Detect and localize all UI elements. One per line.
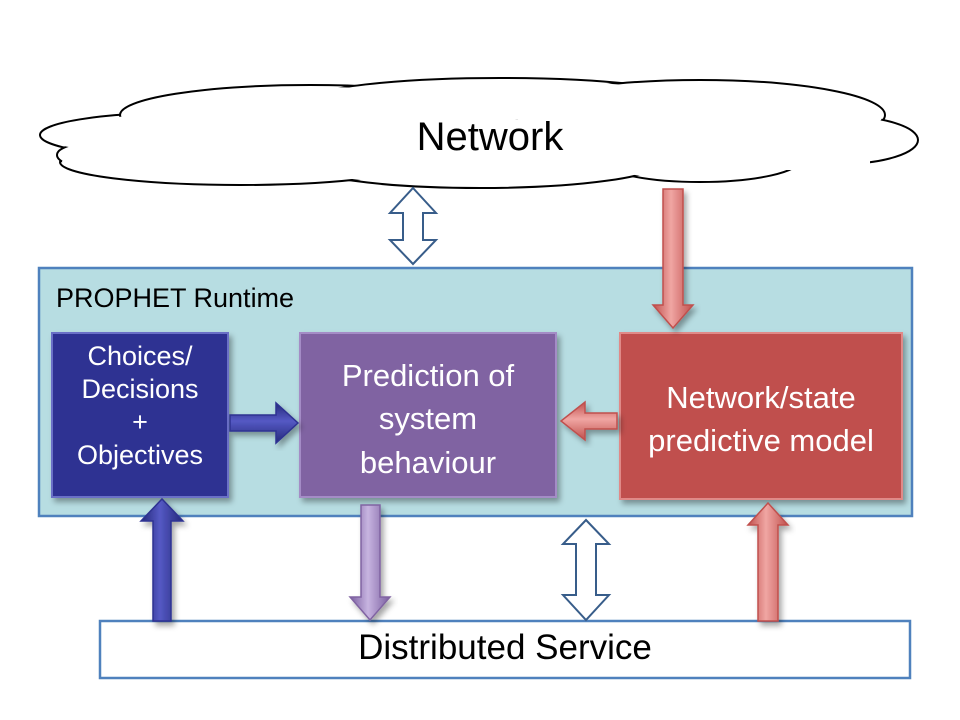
service-to-choices-arrow xyxy=(139,497,185,622)
runtime-service-double-arrow xyxy=(560,518,612,622)
choices-line: Objectives xyxy=(76,439,204,470)
prediction-line: Prediction of xyxy=(341,358,515,393)
model-line: predictive model xyxy=(648,423,874,459)
choices-label: Choices/ Decisions + Objectives xyxy=(52,340,228,472)
service-to-model-arrow xyxy=(746,501,790,622)
cloud-runtime-double-arrow xyxy=(387,186,439,266)
choices-line: Decisions xyxy=(81,373,199,404)
prediction-label: Prediction of system behaviour xyxy=(300,354,556,484)
choices-line: + xyxy=(132,406,148,437)
model-to-prediction-arrow xyxy=(559,400,618,442)
service-box xyxy=(98,619,912,680)
model-line: Network/state xyxy=(666,380,856,415)
prediction-to-service-arrow xyxy=(348,504,392,622)
model-label: Network/state predictive model xyxy=(620,376,902,463)
prediction-line: behaviour xyxy=(359,444,497,480)
choices-to-prediction-arrow xyxy=(229,401,300,445)
model-box xyxy=(619,332,903,500)
prediction-box xyxy=(299,332,557,498)
choices-line: Choices/ xyxy=(87,341,193,371)
prediction-line: system xyxy=(378,401,478,437)
choices-box xyxy=(51,332,229,498)
runtime-label: PROPHET Runtime xyxy=(56,283,295,313)
network-label: Network xyxy=(416,115,564,159)
cloud-to-model-arrow xyxy=(651,188,695,330)
network-cloud-fill xyxy=(42,80,916,186)
service-label: Distributed Service xyxy=(358,628,652,667)
